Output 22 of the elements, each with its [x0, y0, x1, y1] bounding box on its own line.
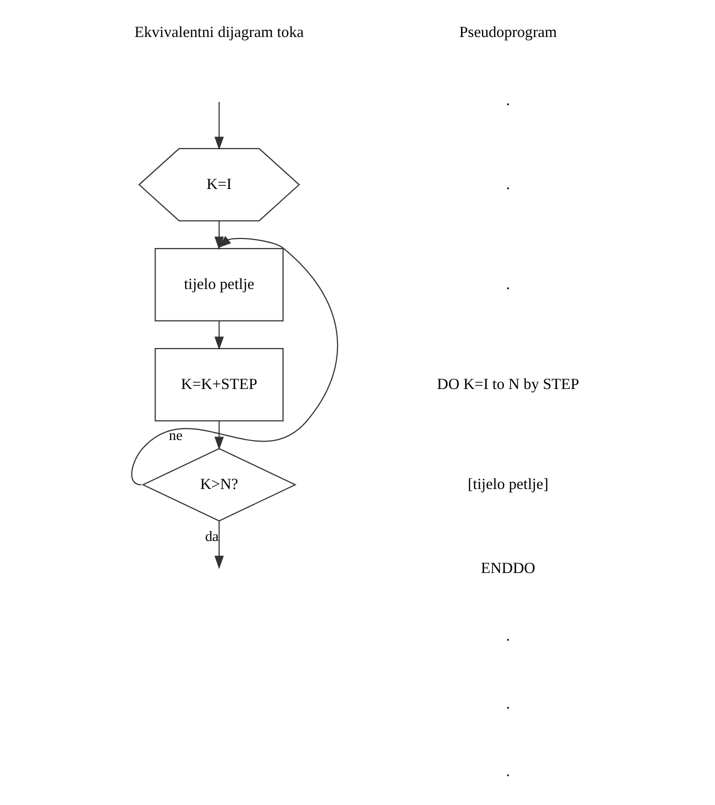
label: ENDDO: [480, 560, 536, 577]
label: .: [506, 276, 510, 293]
arrow: [214, 421, 224, 450]
arrow: [214, 221, 224, 250]
node-box: K=K+STEP: [154, 348, 284, 422]
label: .: [506, 628, 510, 645]
arrow: [214, 321, 224, 350]
arrow: [214, 520, 224, 570]
edge-label: da: [205, 528, 219, 545]
label: Ekvivalentni dijagram toka: [134, 24, 304, 42]
label: .: [506, 763, 510, 780]
edge-label: ne: [168, 428, 183, 444]
label: Pseudoprogram: [459, 24, 557, 42]
label: DO K=I to N by STEP: [436, 376, 580, 393]
label: .: [506, 695, 510, 712]
label: .: [506, 92, 510, 109]
node-diamond: K>N?: [142, 448, 297, 522]
label: .: [506, 176, 510, 193]
arrow: [131, 236, 338, 486]
node-box: tijelo petlje: [154, 248, 284, 322]
arrow: [214, 102, 224, 150]
label: [tijelo petlje]: [468, 476, 548, 493]
